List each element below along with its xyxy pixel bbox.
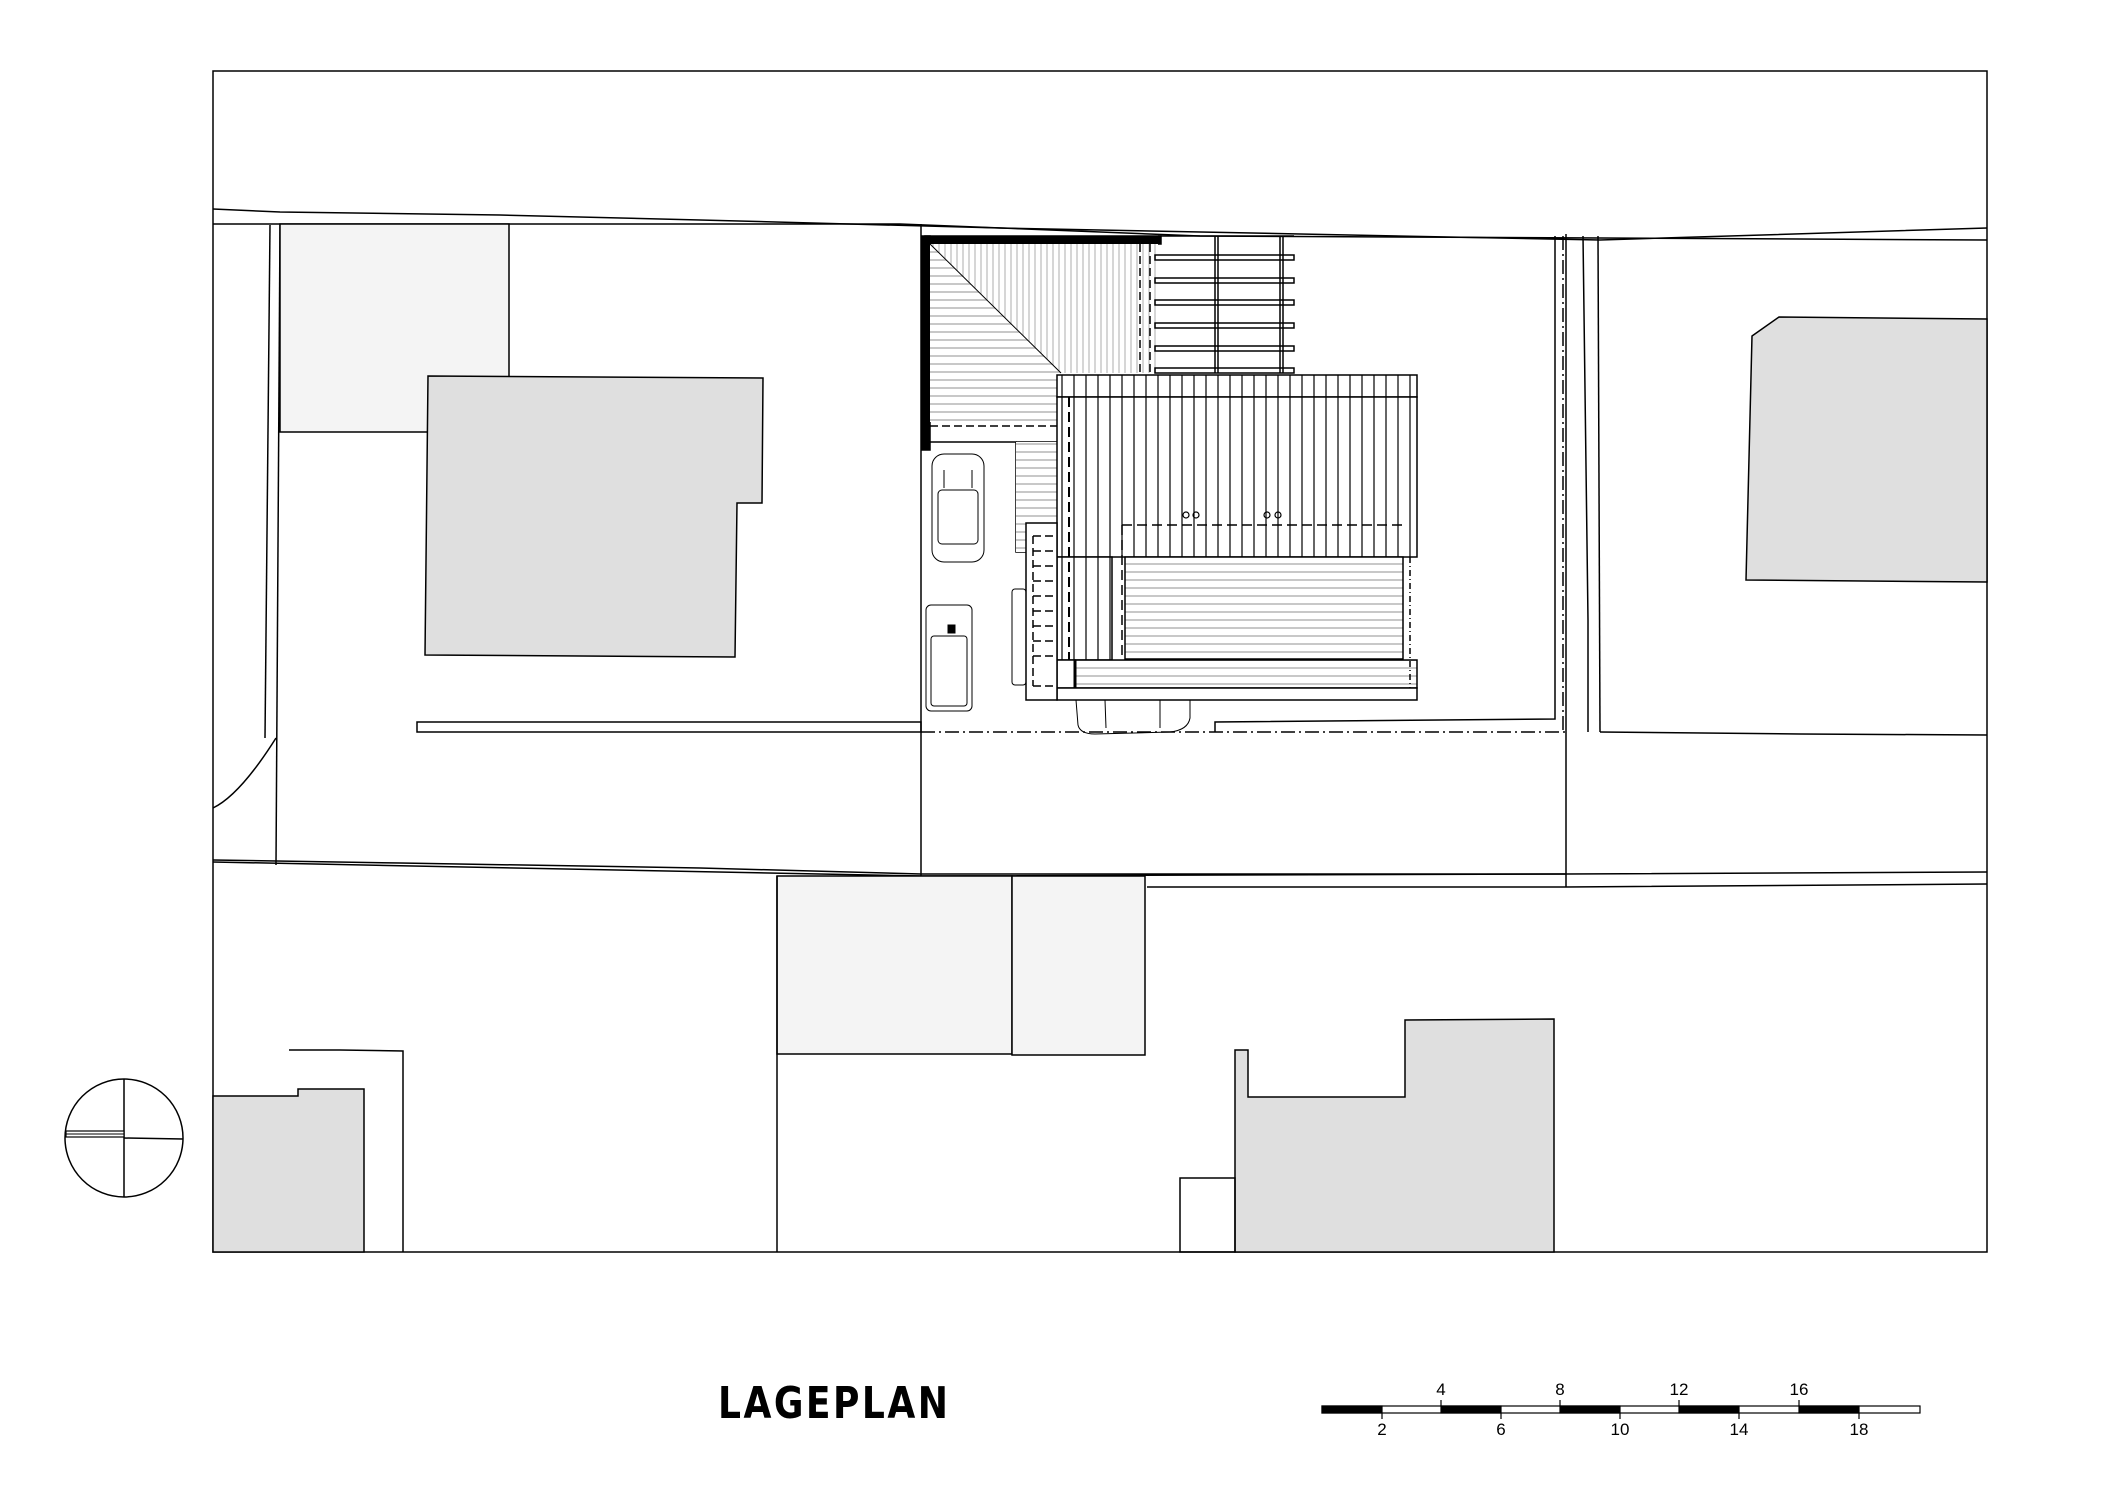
car-icon [925, 604, 973, 712]
car-icon [1011, 588, 1027, 686]
scale-label-top: 4 [1436, 1380, 1446, 1399]
neighbor-building-nw-main [424, 375, 764, 658]
pergola [1154, 235, 1295, 374]
scale-label-bottom: 18 [1849, 1420, 1869, 1439]
neighbor-building-s-middle-a [776, 875, 1013, 1055]
terrace-hatched [921, 235, 1162, 553]
scale-label-top: 12 [1669, 1380, 1689, 1399]
sw-parcel-line [289, 1049, 404, 1252]
small-shed [1179, 1177, 1236, 1253]
entrance-steps [1025, 522, 1058, 701]
skylight-icons [1182, 511, 1282, 519]
ne-parcel-line [1599, 731, 1988, 736]
neighbor-building-ne [1745, 316, 1988, 583]
project-house [1056, 374, 1418, 701]
scale-label-bottom: 14 [1729, 1420, 1749, 1439]
scale-label-bottom: 10 [1610, 1420, 1630, 1439]
car-icon [931, 453, 985, 563]
neighbor-building-se [1234, 1018, 1555, 1253]
scale-label-bottom: 6 [1496, 1420, 1506, 1439]
drawing-title: LAGEPLAN [718, 1378, 951, 1429]
neighbor-building-s-middle-b [1011, 875, 1146, 1056]
drawing-frame [212, 70, 1988, 1253]
neighbor-building-sw [212, 1088, 365, 1253]
south-road [212, 861, 1988, 888]
scale-label-bottom: 2 [1377, 1420, 1387, 1439]
project-parcel [920, 224, 1601, 876]
car-icon [1075, 699, 1191, 735]
neighbor-wall-strip [416, 721, 922, 733]
scale-label-top: 8 [1555, 1380, 1565, 1399]
scale-bar [1321, 1400, 1921, 1419]
scale-label-top: 16 [1789, 1380, 1809, 1399]
north-arrow-icon [64, 1078, 184, 1198]
